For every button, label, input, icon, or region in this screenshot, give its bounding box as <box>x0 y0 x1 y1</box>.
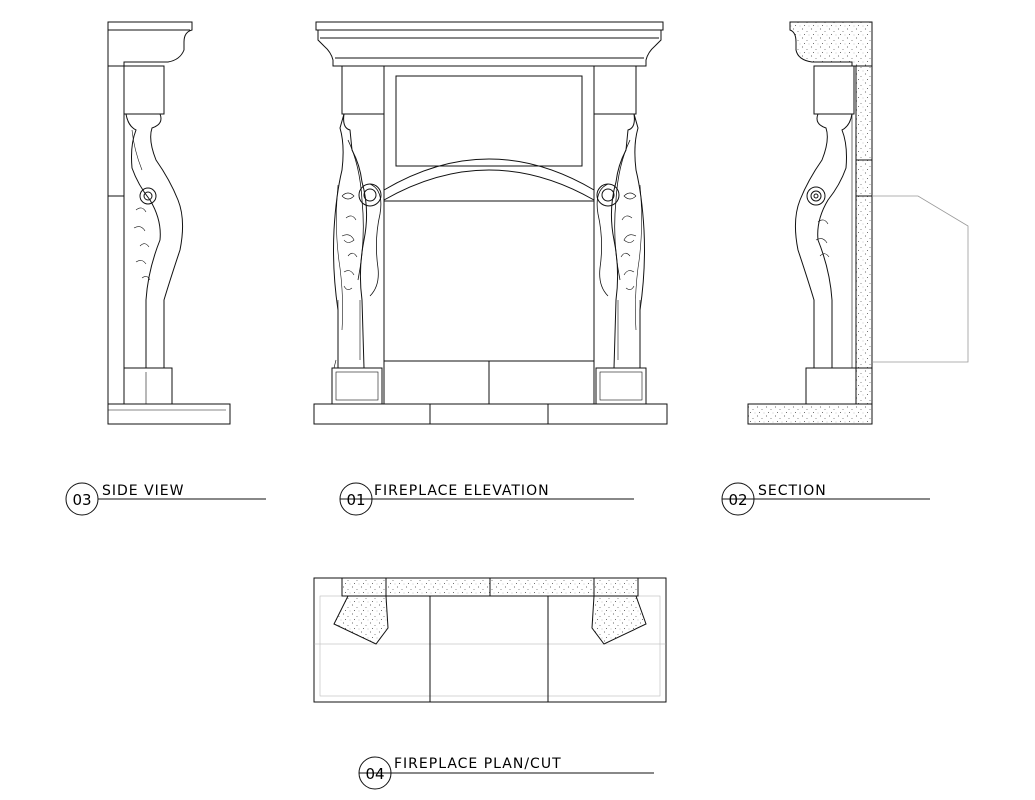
frieze-panel <box>383 65 595 202</box>
plan-back-wall-cut <box>341 577 639 597</box>
view-number-plan: 04 <box>365 765 384 783</box>
view-label-elevation: 01 FIREPLACE ELEVATION <box>339 482 634 516</box>
side-mantel-profile <box>107 21 193 67</box>
left-capital-block <box>341 65 385 115</box>
view-label-side: 03 SIDE VIEW <box>65 482 266 516</box>
view-title-plan: FIREPLACE PLAN/CUT <box>394 756 562 772</box>
right-capital-block <box>593 65 637 115</box>
section-mantel-cut <box>789 21 873 67</box>
hearth <box>313 403 668 425</box>
mantel-shelf <box>315 21 664 67</box>
view-label-plan: 04 FIREPLACE PLAN/CUT <box>358 756 654 790</box>
firebox-surround-panels <box>383 360 595 405</box>
section-hearth-cut <box>747 403 873 425</box>
plan-cut-view <box>313 577 667 703</box>
firebox-opening <box>383 200 595 362</box>
side-leg-profile <box>107 65 184 405</box>
section-wall-cut <box>855 65 873 405</box>
section-leg-profile <box>794 65 857 405</box>
side-hearth <box>107 403 231 425</box>
plan-hearth-joints <box>429 596 549 702</box>
view-number-side: 03 <box>72 491 91 509</box>
left-corbel-leg <box>331 113 383 405</box>
plan-right-leg-cut <box>591 595 647 645</box>
view-label-section: 02 SECTION <box>721 482 930 516</box>
view-number-section: 02 <box>728 491 747 509</box>
section-firebox-outline <box>872 195 969 363</box>
view-number-elevation: 01 <box>346 491 365 509</box>
plan-left-leg-cut <box>333 595 389 645</box>
fireplace-elevation-view <box>313 21 668 425</box>
section-view <box>747 21 969 425</box>
right-corbel-leg <box>595 113 647 405</box>
view-title-side: SIDE VIEW <box>102 483 185 499</box>
view-title-section: SECTION <box>758 483 827 499</box>
view-title-elevation: FIREPLACE ELEVATION <box>374 483 550 499</box>
side-view <box>107 21 231 425</box>
